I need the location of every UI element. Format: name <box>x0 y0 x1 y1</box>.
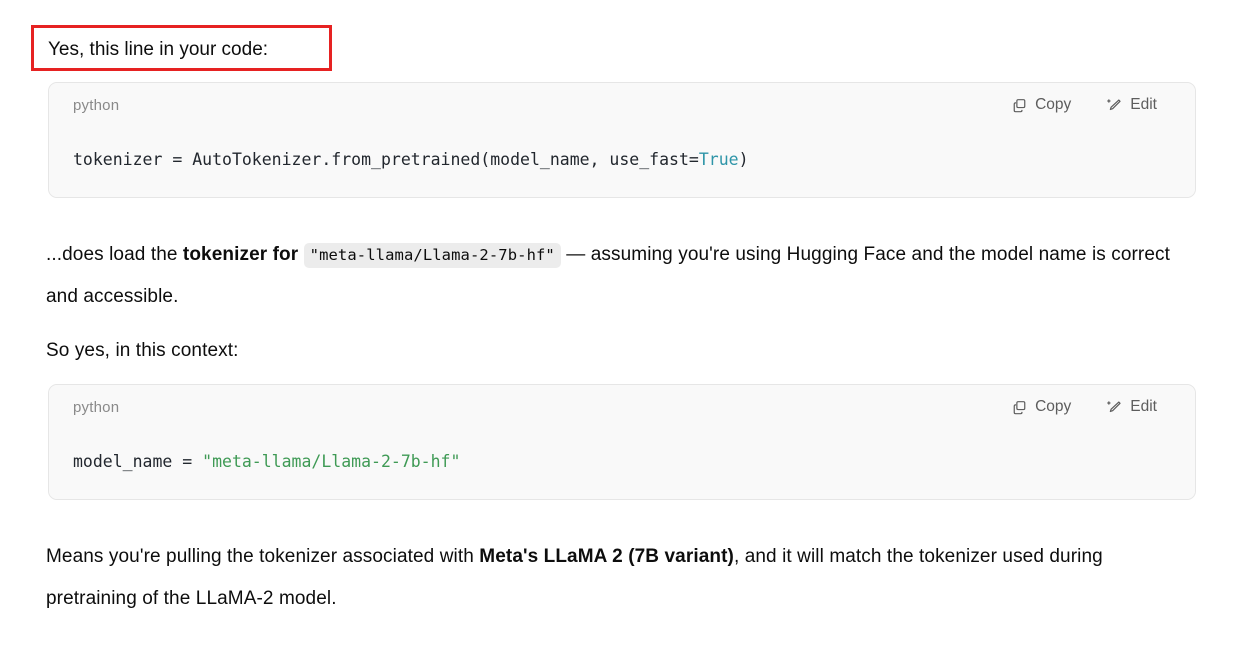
code-1-suffix: ) <box>738 150 749 169</box>
edit-button[interactable]: Edit <box>1107 398 1157 416</box>
copy-button-label: Copy <box>1035 398 1072 415</box>
paragraph-1: ...does load the tokenizer for "meta-lla… <box>46 234 1196 318</box>
inline-code-model-id: "meta-llama/Llama-2-7b-hf" <box>303 243 561 268</box>
code-1-prefix: tokenizer = AutoTokenizer.from_pretraine… <box>73 150 699 169</box>
edit-pencil-sparkle-icon <box>1107 98 1122 113</box>
edit-button-label: Edit <box>1130 96 1157 113</box>
paragraph-1-tail: — assuming you're using Hugging Face and… <box>46 244 1171 307</box>
code-block-1-body: tokenizer = AutoTokenizer.from_pretraine… <box>49 127 1195 197</box>
copy-icon <box>1012 400 1027 415</box>
code-block-1-header: python Copy <box>49 83 1195 127</box>
paragraph-3-bold: Meta's LLaMA 2 (7B variant) <box>479 546 734 567</box>
code-2-token: "meta-llama/Llama-2-7b-hf" <box>202 452 461 471</box>
code-2-prefix: model_name = <box>73 452 203 471</box>
paragraph-3-tail: , and it will match the tokenizer used d… <box>46 546 1103 609</box>
paragraph-2-text: So yes, in this context: <box>46 340 239 361</box>
paragraph-3: Means you're pulling the tokenizer assoc… <box>46 536 1156 620</box>
paragraph-3-lead: Means you're pulling the tokenizer assoc… <box>46 546 480 567</box>
copy-icon <box>1012 98 1027 113</box>
code-block-1: python Copy <box>48 82 1196 198</box>
code-block-2-language: python <box>73 398 120 416</box>
paragraph-2: So yes, in this context: <box>46 330 1196 372</box>
copy-button[interactable]: Copy <box>1012 96 1071 114</box>
edit-button[interactable]: Edit <box>1107 96 1157 114</box>
code-block-2-body: model_name = "meta-llama/Llama-2-7b-hf" <box>49 429 1195 499</box>
code-block-1-language: python <box>73 96 120 114</box>
code-block-1-actions: Copy Edit <box>1012 96 1179 114</box>
code-1-token: True <box>698 150 739 169</box>
edit-pencil-sparkle-icon <box>1107 400 1122 415</box>
red-annotation-box: Yes, this line in your code: <box>31 25 332 71</box>
edit-button-label: Edit <box>1130 398 1157 415</box>
paragraph-1-lead: ...does load the <box>46 244 183 265</box>
code-block-2-actions: Copy Edit <box>1012 398 1179 416</box>
intro-line: Yes, this line in your code: <box>48 39 269 60</box>
copy-button-label: Copy <box>1035 96 1072 113</box>
code-block-2-header: python Copy <box>49 385 1195 429</box>
copy-button[interactable]: Copy <box>1012 398 1071 416</box>
code-block-1-code[interactable]: tokenizer = AutoTokenizer.from_pretraine… <box>73 149 1171 171</box>
code-block-2-code[interactable]: model_name = "meta-llama/Llama-2-7b-hf" <box>73 451 1171 473</box>
code-block-2: python Copy <box>48 384 1196 500</box>
paragraph-1-bold: tokenizer for <box>182 244 299 265</box>
space-1 <box>298 244 303 265</box>
